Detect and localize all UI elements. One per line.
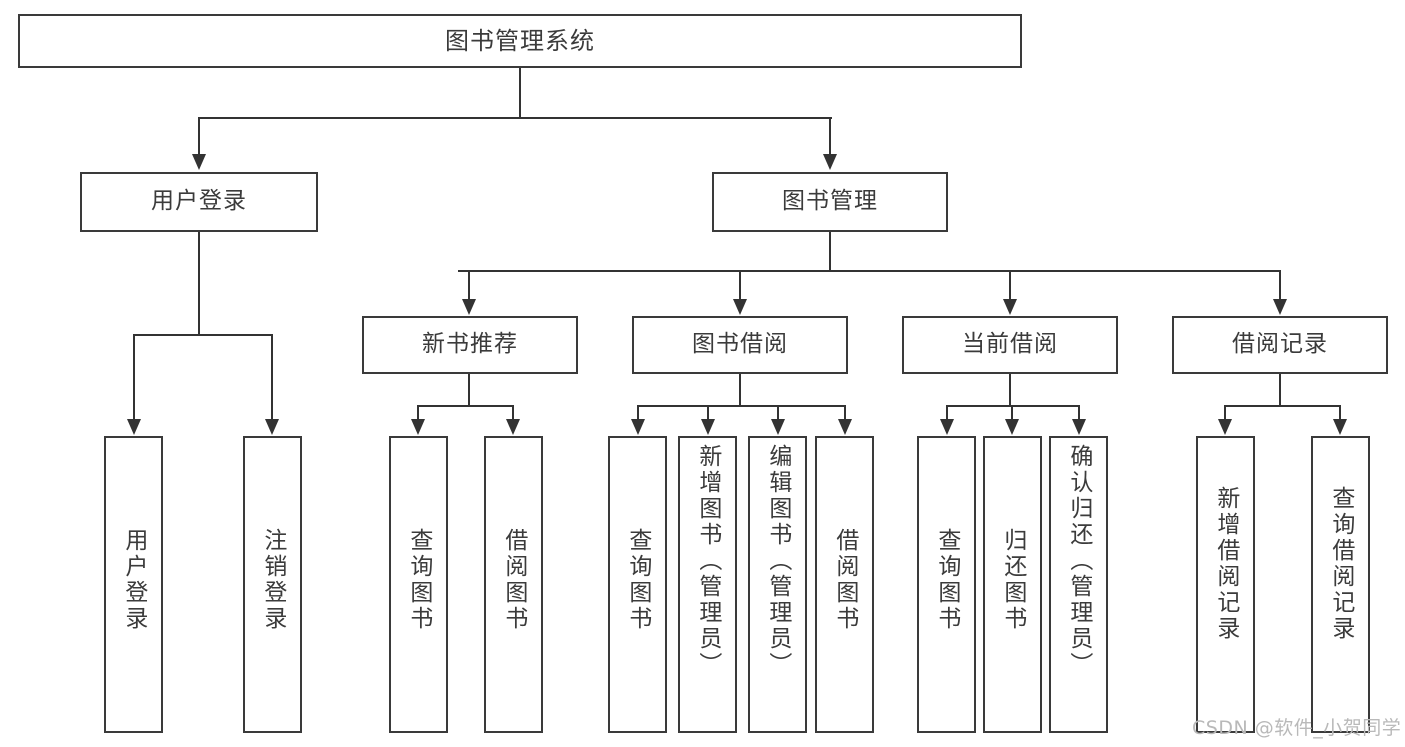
leaf-query-book-borrow[interactable]: 查询图书: [608, 436, 667, 733]
connector-borrow-record-bar: [1224, 405, 1341, 407]
arrow-cb-to-leaf-1: [940, 419, 954, 435]
connector-user-login-to-leaf-2: [271, 334, 273, 420]
leaf-borrow-book-borrow[interactable]: 借阅图书: [815, 436, 874, 733]
node-new-book-recommend[interactable]: 新书推荐: [362, 316, 578, 374]
connector-bb-to-leaf-3: [777, 405, 779, 421]
leaf-label: 查询图书: [405, 528, 432, 632]
leaf-query-book-current[interactable]: 查询图书: [917, 436, 976, 733]
leaf-add-book-admin[interactable]: 新增图书（管理员）: [678, 436, 737, 733]
node-user-login[interactable]: 用户登录: [80, 172, 318, 232]
connector-cb-to-leaf-3: [1078, 405, 1080, 421]
node-current-borrow[interactable]: 当前借阅: [902, 316, 1118, 374]
node-label: 图书借阅: [692, 331, 788, 358]
arrow-user-login-to-leaf-1: [127, 419, 141, 435]
connector-bb-to-leaf-2: [707, 405, 709, 421]
leaf-label: 用户登录: [120, 528, 147, 632]
node-root-book-management-system[interactable]: 图书管理系统: [18, 14, 1022, 68]
leaf-confirm-return-admin[interactable]: 确认归还（管理员）: [1049, 436, 1108, 733]
connector-bb-to-leaf-1: [637, 405, 639, 421]
arrow-bb-to-leaf-2: [701, 419, 715, 435]
leaf-return-book[interactable]: 归还图书: [983, 436, 1042, 733]
connector-root-bar: [198, 117, 832, 119]
connector-cb-to-leaf-2: [1011, 405, 1013, 421]
arrow-bb-to-leaf-3: [771, 419, 785, 435]
leaf-label: 借阅图书: [500, 528, 527, 632]
connector-borrow-record-trunk: [1279, 374, 1281, 406]
connector-br-to-leaf-2: [1339, 405, 1341, 421]
connector-user-login-to-leaf-1: [133, 334, 135, 420]
leaf-user-login[interactable]: 用户登录: [104, 436, 163, 733]
connector-bm-to-borrow-record: [1279, 270, 1281, 300]
connector-book-management-trunk: [829, 232, 831, 271]
arrow-bb-to-leaf-4: [838, 419, 852, 435]
node-label: 图书管理系统: [445, 26, 595, 55]
connector-bb-to-leaf-4: [844, 405, 846, 421]
connector-book-borrow-trunk: [739, 374, 741, 406]
leaf-label: 归还图书: [999, 528, 1026, 632]
connector-root-to-user-login: [198, 117, 200, 155]
connector-current-borrow-trunk: [1009, 374, 1011, 406]
arrow-new-book-to-leaf-1: [411, 419, 425, 435]
leaf-label: 借阅图书: [831, 528, 858, 632]
node-label: 新书推荐: [422, 331, 518, 358]
leaf-label: 查询图书: [933, 528, 960, 632]
connector-bm-to-new-book: [468, 270, 470, 300]
leaf-query-book-recommend[interactable]: 查询图书: [389, 436, 448, 733]
leaf-query-borrow-record[interactable]: 查询借阅记录: [1311, 436, 1370, 733]
leaf-borrow-book-recommend[interactable]: 借阅图书: [484, 436, 543, 733]
leaf-label: 新增图书（管理员）: [694, 444, 721, 678]
node-label: 图书管理: [782, 188, 878, 215]
arrow-cb-to-leaf-2: [1005, 419, 1019, 435]
node-label: 当前借阅: [962, 331, 1058, 358]
connector-book-borrow-bar: [637, 405, 845, 407]
leaf-edit-book-admin[interactable]: 编辑图书（管理员）: [748, 436, 807, 733]
connector-new-book-trunk: [468, 374, 470, 406]
leaf-label: 查询图书: [624, 528, 651, 632]
connector-user-login-trunk: [198, 232, 200, 335]
arrow-br-to-leaf-1: [1218, 419, 1232, 435]
node-borrow-record[interactable]: 借阅记录: [1172, 316, 1388, 374]
connector-root-trunk: [519, 68, 521, 118]
leaf-logout-login[interactable]: 注销登录: [243, 436, 302, 733]
arrow-bb-to-leaf-1: [631, 419, 645, 435]
leaf-label: 编辑图书（管理员）: [764, 444, 791, 678]
connector-bm-to-book-borrow: [739, 270, 741, 300]
arrow-root-to-user-login: [192, 154, 206, 170]
leaf-add-borrow-record[interactable]: 新增借阅记录: [1196, 436, 1255, 733]
arrow-br-to-leaf-2: [1333, 419, 1347, 435]
connector-user-login-bar: [133, 334, 273, 336]
connector-bm-to-current-borrow: [1009, 270, 1011, 300]
connector-new-book-to-leaf-1: [417, 405, 419, 421]
connector-root-to-book-management: [829, 117, 831, 155]
connector-new-book-to-leaf-2: [512, 405, 514, 421]
connector-br-to-leaf-1: [1224, 405, 1226, 421]
arrow-root-to-book-management: [823, 154, 837, 170]
connector-new-book-bar: [417, 405, 514, 407]
leaf-label: 确认归还（管理员）: [1065, 444, 1092, 678]
arrow-user-login-to-leaf-2: [265, 419, 279, 435]
leaf-label: 注销登录: [259, 528, 286, 632]
connector-book-management-bar: [458, 270, 1280, 272]
arrow-bm-to-book-borrow: [733, 299, 747, 315]
node-book-management[interactable]: 图书管理: [712, 172, 948, 232]
arrow-bm-to-current-borrow: [1003, 299, 1017, 315]
arrow-bm-to-borrow-record: [1273, 299, 1287, 315]
arrow-cb-to-leaf-3: [1072, 419, 1086, 435]
watermark-csdn: CSDN @软件_小贺同学: [1192, 713, 1401, 740]
arrow-bm-to-new-book: [462, 299, 476, 315]
node-label: 用户登录: [151, 188, 247, 215]
watermark-text: CSDN @软件_小贺同学: [1192, 717, 1402, 739]
connector-cb-to-leaf-1: [946, 405, 948, 421]
leaf-label: 查询借阅记录: [1327, 486, 1354, 642]
node-book-borrow[interactable]: 图书借阅: [632, 316, 848, 374]
node-label: 借阅记录: [1232, 331, 1328, 358]
leaf-label: 新增借阅记录: [1212, 486, 1239, 642]
arrow-new-book-to-leaf-2: [506, 419, 520, 435]
